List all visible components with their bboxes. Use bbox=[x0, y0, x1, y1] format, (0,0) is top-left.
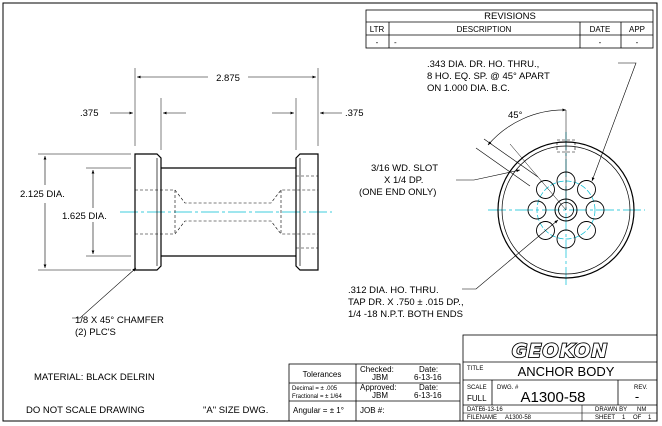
rev-header-description: DESCRIPTION bbox=[457, 25, 512, 34]
rev-header-ltr: LTR bbox=[370, 25, 385, 34]
dim-angle: 45° bbox=[508, 110, 523, 121]
bolt-hole bbox=[536, 221, 555, 240]
chamfer-leader bbox=[72, 267, 137, 319]
right-flange bbox=[295, 153, 319, 271]
filename-value: A1300-58 bbox=[505, 415, 532, 421]
center-hole-note-line2: TAP DR. X .750 ± .015 DP., bbox=[348, 297, 464, 308]
scale-label: SCALE bbox=[467, 385, 487, 391]
rev-row-date: - bbox=[599, 38, 602, 47]
drawn-by-label: DRAWN BY bbox=[595, 407, 627, 413]
drawn-by-value: NM bbox=[637, 407, 646, 413]
do-not-scale-note: DO NOT SCALE DRAWING bbox=[26, 405, 145, 416]
approved-by: JBM bbox=[372, 391, 388, 400]
drawing-size-note: "A" SIZE DWG. bbox=[203, 405, 268, 416]
dwg-label: DWG. # bbox=[497, 385, 519, 391]
dim-overall-length: 2.875 bbox=[216, 73, 240, 84]
dim-left-flange: .375 bbox=[80, 108, 99, 119]
title-block: GEOKON TITLE ANCHOR BODY SCALE FULL DWG.… bbox=[462, 334, 658, 422]
checked-label: Checked: bbox=[360, 365, 394, 374]
slot-note-line1: 3/16 WD. SLOT bbox=[371, 163, 438, 174]
dim-right-flange: .375 bbox=[345, 108, 364, 119]
rev-value: - bbox=[635, 389, 639, 404]
filename-label: FILENAME bbox=[467, 415, 497, 421]
holes-note-line3: ON 1.000 DIA. B.C. bbox=[427, 83, 510, 94]
approved-label: Approved: bbox=[360, 383, 396, 392]
rev-header-date: DATE bbox=[590, 25, 611, 34]
side-view: 2.875 .375 .375 2.125 DIA. 1.625 DIA. 1/… bbox=[20, 68, 364, 338]
sheet-total: 1 bbox=[648, 415, 652, 421]
dim-inner-dia: 1.625 DIA. bbox=[62, 211, 107, 222]
sheet-value: 1 bbox=[622, 415, 626, 421]
rev-header-app: APP bbox=[629, 25, 645, 34]
title-label: TITLE bbox=[467, 366, 483, 372]
bolt-hole bbox=[556, 229, 576, 249]
checked-by: JBM bbox=[372, 373, 388, 382]
holes-leader bbox=[591, 62, 637, 182]
hidden-bore bbox=[135, 175, 318, 249]
checked-date: 6-13-16 bbox=[414, 373, 442, 382]
chamfer-note-line1: 1/8 X 45° CHAMFER bbox=[75, 315, 164, 326]
date-value: 6-13-16 bbox=[482, 407, 503, 413]
rev-label: REV. bbox=[634, 385, 648, 391]
bolt-hole bbox=[577, 180, 596, 199]
center-hole-note-line3: 1/4 -18 N.P.T. BOTH ENDS bbox=[348, 309, 463, 320]
center-hole-leader bbox=[462, 219, 559, 290]
bolt-hole bbox=[585, 200, 605, 220]
approved-date-label: Date: bbox=[419, 383, 438, 392]
chamfer-note-line2: (2) PLC'S bbox=[75, 327, 116, 338]
bolt-hole bbox=[536, 180, 555, 199]
rev-row-ltr: - bbox=[376, 38, 379, 47]
tolerance-angular: Angular = ± 1° bbox=[293, 406, 344, 415]
approved-date: 6-13-16 bbox=[414, 391, 442, 400]
rev-row-description: - bbox=[394, 38, 397, 47]
tolerances-label: Tolerances bbox=[303, 370, 342, 379]
slot-note-line2: X 1/4 DP. bbox=[384, 175, 423, 186]
revisions-title: REVISIONS bbox=[484, 11, 536, 22]
dwg-number: A1300-58 bbox=[520, 389, 585, 406]
tolerance-block: Tolerances Decimal = ± .005 Fractional =… bbox=[288, 363, 461, 422]
revisions-table: REVISIONS LTR DESCRIPTION DATE APP - - -… bbox=[365, 9, 654, 49]
job-label: JOB #: bbox=[360, 406, 384, 415]
tolerance-fractional: Fractional = ± 1/64 bbox=[292, 394, 342, 400]
bolt-holes bbox=[527, 171, 605, 249]
drawing-title: ANCHOR BODY bbox=[518, 364, 615, 379]
sheet-label: SHEET bbox=[595, 415, 615, 421]
angle-arc bbox=[487, 108, 567, 146]
center-hole-note-line1: .312 DIA. HO. THRU. bbox=[348, 285, 439, 296]
end-view: 45° .343 DIA. DR. HO. THRU., 8 HO. EQ. S… bbox=[348, 59, 645, 320]
checked-date-label: Date: bbox=[419, 365, 438, 374]
holes-note-line1: .343 DIA. DR. HO. THRU., bbox=[427, 59, 539, 70]
dim-outer-dia: 2.125 DIA. bbox=[20, 189, 65, 200]
scale-value: FULL bbox=[467, 394, 487, 403]
bolt-hole bbox=[527, 200, 547, 220]
material-note: MATERIAL: BLACK DELRIN bbox=[34, 372, 155, 383]
of-label: OF bbox=[633, 415, 642, 421]
logo-text: GEOKON bbox=[512, 340, 608, 362]
date-label: DATE bbox=[467, 407, 483, 413]
tolerance-decimal: Decimal = ± .005 bbox=[292, 386, 338, 392]
rev-row-app: - bbox=[636, 38, 639, 47]
slot-leader bbox=[456, 169, 521, 181]
slot-note-line3: (ONE END ONLY) bbox=[359, 187, 436, 198]
geokon-logo: GEOKON bbox=[487, 339, 633, 363]
bolt-hole bbox=[577, 221, 596, 240]
holes-note-line2: 8 HO. EQ. SP. @ 45° APART bbox=[427, 71, 550, 82]
